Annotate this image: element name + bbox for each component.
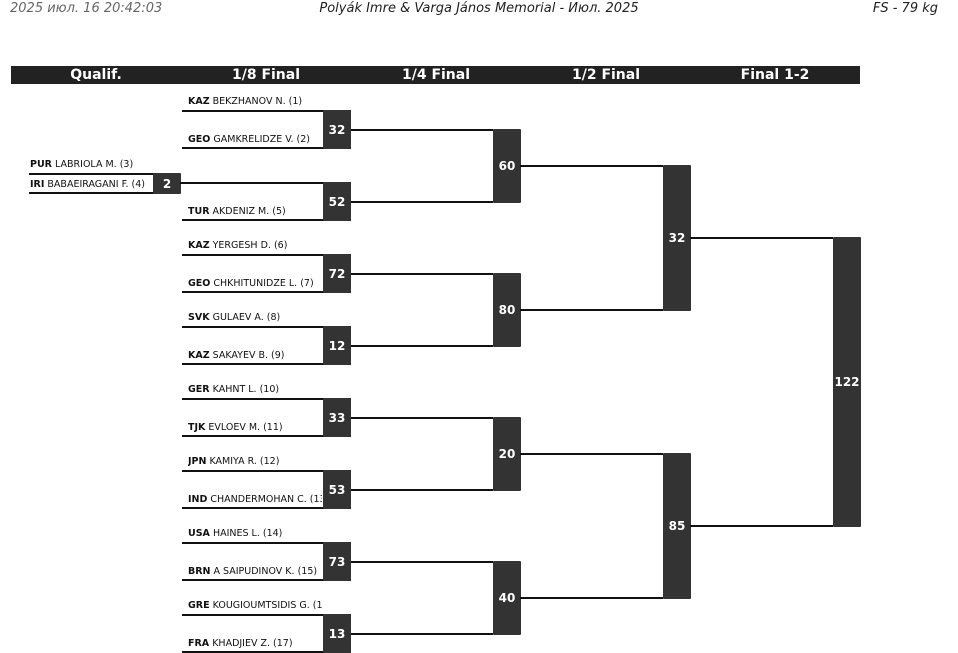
athlete-name[interactable]: TUR AKDENIZ M. (5)	[188, 206, 286, 217]
round-semi-final: 1/2 Final	[571, 67, 641, 83]
bout-number[interactable]: 32	[323, 110, 351, 149]
bout-number[interactable]: 52	[323, 182, 351, 221]
athlete-name[interactable]: KAZ BEKZHANOV N. (1)	[188, 96, 303, 107]
country-code: TUR	[188, 206, 210, 217]
bracket-line	[351, 560, 493, 563]
bout-number[interactable]: 80	[493, 272, 521, 347]
bracket-line	[520, 308, 663, 311]
bracket-line	[182, 470, 351, 472]
country-code: TJK	[188, 422, 206, 433]
bracket-line	[182, 147, 351, 149]
country-code: GEO	[188, 278, 211, 289]
athlete-name[interactable]: GEO GAMKRELIDZE V. (2)	[188, 134, 310, 145]
bracket-line	[29, 192, 180, 194]
bout-number[interactable]: 72	[323, 254, 351, 293]
bracket-line	[182, 579, 351, 581]
athlete-name[interactable]: IRI BABAEIRAGANI F. (4)	[30, 179, 146, 190]
athlete-name[interactable]: IND CHANDERMOHAN C. (13)	[188, 494, 322, 505]
country-code: GEO	[188, 134, 211, 145]
athlete-name[interactable]: FRA KHADJIEV Z. (17)	[188, 638, 293, 649]
bracket-line	[520, 164, 663, 167]
athlete-name[interactable]: GER KAHNT L. (10)	[188, 384, 280, 395]
bracket-line	[182, 651, 351, 653]
bracket-line	[182, 614, 351, 616]
country-code: JPN	[188, 456, 207, 467]
country-code: IND	[188, 494, 208, 505]
athlete-name[interactable]: JPN KAMIYA R. (12)	[188, 456, 280, 467]
country-code: KAZ	[188, 350, 210, 361]
bout-number[interactable]: 12	[323, 326, 351, 365]
country-code: PUR	[30, 159, 52, 170]
athlete-name[interactable]: KAZ SAKAYEV B. (9)	[188, 350, 285, 361]
bout-number[interactable]: 53	[323, 470, 351, 509]
athlete-name[interactable]: KAZ YERGESH D. (6)	[188, 240, 288, 251]
bout-number[interactable]: 32	[663, 164, 691, 311]
bracket-line	[182, 435, 351, 437]
bracket-line	[182, 326, 351, 328]
country-code: GRE	[188, 600, 210, 611]
round-final: Final 1-2	[740, 67, 810, 83]
round-header-bar: Qualif. 1/8 Final 1/4 Final 1/2 Final Fi…	[11, 66, 860, 84]
bout-number[interactable]: 60	[493, 128, 521, 203]
bracket-line	[182, 507, 351, 509]
bracket-line	[351, 632, 493, 635]
bracket-line	[351, 272, 493, 275]
country-code: BRN	[188, 566, 211, 577]
country-code: KAZ	[188, 96, 210, 107]
athlete-name[interactable]: USA HAINES L. (14)	[188, 528, 283, 539]
bracket-line	[520, 452, 663, 455]
athlete-name[interactable]: GEO CHKHITUNIDZE L. (7)	[188, 278, 314, 289]
weight-category: FS - 79 kg	[872, 1, 938, 16]
country-code: USA	[188, 528, 210, 539]
timestamp: 2025 июл. 16 20:42:03	[10, 1, 163, 16]
round-qualif: Qualif.	[70, 67, 122, 83]
athlete-name[interactable]: TJK EVLOEV M. (11)	[188, 422, 283, 433]
country-code: FRA	[188, 638, 210, 649]
bout-number[interactable]: 2	[153, 173, 181, 194]
bracket-line	[180, 182, 323, 184]
round-eighth-final: 1/8 Final	[231, 67, 301, 83]
athlete-name[interactable]: SVK GULAEV A. (8)	[188, 312, 281, 323]
bracket-line	[182, 398, 351, 400]
bout-number[interactable]: 20	[493, 416, 521, 491]
bout-number[interactable]: 40	[493, 560, 521, 635]
athlete-name[interactable]: PUR LABRIOLA M. (3)	[30, 159, 134, 170]
event-title: Polyák Imre & Varga János Memorial - Июл…	[319, 1, 639, 16]
bracket-line	[29, 173, 180, 175]
country-code: SVK	[188, 312, 210, 323]
country-code: GER	[188, 384, 210, 395]
bracket-line	[182, 219, 351, 221]
bracket-line	[182, 254, 351, 256]
bracket-line	[520, 596, 663, 599]
bout-number[interactable]: 122	[833, 236, 861, 527]
bracket-line	[351, 488, 493, 491]
bracket-line	[182, 110, 351, 112]
athlete-name[interactable]: BRN A SAIPUDINOV K. (15)	[188, 566, 318, 577]
bout-number[interactable]: 85	[663, 452, 691, 599]
country-code: KAZ	[188, 240, 210, 251]
bracket-line	[351, 200, 493, 203]
bracket-line	[351, 128, 493, 131]
bracket-line	[182, 363, 351, 365]
bracket-line	[690, 236, 833, 239]
round-quarter-final: 1/4 Final	[401, 67, 471, 83]
bout-number[interactable]: 73	[323, 542, 351, 581]
bracket-line	[351, 416, 493, 419]
athlete-name[interactable]: GRE KOUGIOUMTSIDIS G. (16)	[188, 600, 322, 611]
bracket-line	[690, 524, 833, 527]
bracket-line	[182, 542, 351, 544]
country-code: IRI	[30, 179, 45, 190]
bracket-line	[351, 344, 493, 347]
bout-number[interactable]: 33	[323, 398, 351, 437]
bracket-line	[182, 291, 351, 293]
bout-number[interactable]: 13	[323, 614, 351, 653]
